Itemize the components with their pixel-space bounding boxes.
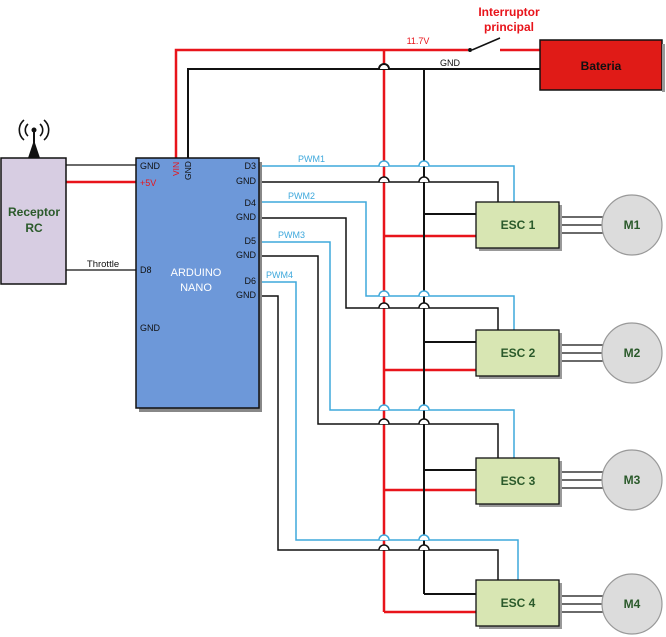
crossover-hop <box>378 404 430 411</box>
receiver <box>0 157 67 285</box>
arduino-label-line1: ARDUINO <box>171 267 222 279</box>
pin-d5: D5 <box>244 236 256 246</box>
pin-d8: D8 <box>140 265 152 275</box>
motor-1-label: M1 <box>624 218 641 232</box>
esc-2: ESC 2 <box>475 329 562 379</box>
pin-d4: D4 <box>244 198 256 208</box>
pwm3-wire <box>260 241 515 458</box>
pin-gnd-left-bottom: GND <box>140 323 161 333</box>
pin-gnd-top: GND <box>183 161 193 180</box>
crossover-hop <box>378 176 430 183</box>
esc-3: ESC 3 <box>475 457 562 507</box>
receiver-label-line1: Receptor <box>8 205 60 219</box>
motor-1: M1 <box>601 194 663 256</box>
pwm2-label: PWM2 <box>288 191 315 201</box>
pin-gnd-left-top: GND <box>140 161 161 171</box>
motor-2: M2 <box>601 322 663 384</box>
arduino-label-line2: NANO <box>180 282 212 294</box>
switch-title-line2: principal <box>484 20 534 34</box>
pin-d6-gnd: GND <box>236 290 257 300</box>
motor-3: M3 <box>601 449 663 511</box>
ch1-gnd-wire <box>260 181 499 202</box>
esc-1: ESC 1 <box>475 201 562 251</box>
motor-4: M4 <box>601 573 663 635</box>
pin-d3-gnd: GND <box>236 176 257 186</box>
crossover-hop <box>378 418 430 425</box>
esc-1-label: ESC 1 <box>501 218 536 232</box>
pwm4-label: PWM4 <box>266 270 293 280</box>
throttle-label: Throttle <box>87 259 119 270</box>
battery <box>539 39 663 91</box>
arduino-nano <box>135 157 260 409</box>
motor-wires <box>562 216 606 613</box>
pin-vin: VIN <box>171 162 181 176</box>
motor-4-label: M4 <box>624 597 641 611</box>
crossover-hops <box>378 160 430 551</box>
crossover-hop <box>378 544 430 551</box>
pin-d5-gnd: GND <box>236 250 257 260</box>
pwm3-label: PWM3 <box>278 230 305 240</box>
switch-contact <box>468 48 472 52</box>
pin-d6: D6 <box>244 276 256 286</box>
ch3-gnd-wire <box>260 255 499 458</box>
esc-4: ESC 4 <box>475 579 562 629</box>
switch-lever <box>471 37 501 51</box>
signal-wires <box>260 165 519 580</box>
switch-title-line1: Interruptor <box>478 5 540 19</box>
antenna-icon <box>18 119 50 158</box>
pin-d3: D3 <box>244 161 256 171</box>
motor-3-label: M3 <box>624 473 641 487</box>
voltage-label: 11.7V <box>407 36 430 46</box>
receiver-label-line2: RC <box>25 221 43 235</box>
esc-3-label: ESC 3 <box>501 474 536 488</box>
ch4-gnd-wire <box>260 295 499 580</box>
esc-2-label: ESC 2 <box>501 346 536 360</box>
battery-shadow <box>662 44 665 92</box>
pwm1-wire <box>260 165 515 202</box>
ground-rail <box>187 68 540 595</box>
pwm4-wire <box>260 281 519 580</box>
crossover-hop <box>378 534 430 541</box>
arduino-gnd-wire <box>187 68 540 160</box>
battery-label: Bateria <box>581 59 622 73</box>
crossover-hop <box>378 290 430 297</box>
crossover-hop <box>378 160 430 167</box>
pwm1-label: PWM1 <box>298 154 325 164</box>
crossover-hop <box>378 63 390 70</box>
gnd-rail-label: GND <box>440 58 461 68</box>
pwm2-wire <box>260 201 515 330</box>
pin-5v: +5V <box>140 178 156 188</box>
ch2-gnd-wire <box>260 217 499 330</box>
esc-4-label: ESC 4 <box>501 596 536 610</box>
crossover-hop <box>378 302 430 309</box>
motor-2-label: M2 <box>624 346 641 360</box>
pin-d4-gnd: GND <box>236 212 257 222</box>
positive-rail <box>66 48 540 614</box>
vin-wire <box>174 48 468 160</box>
